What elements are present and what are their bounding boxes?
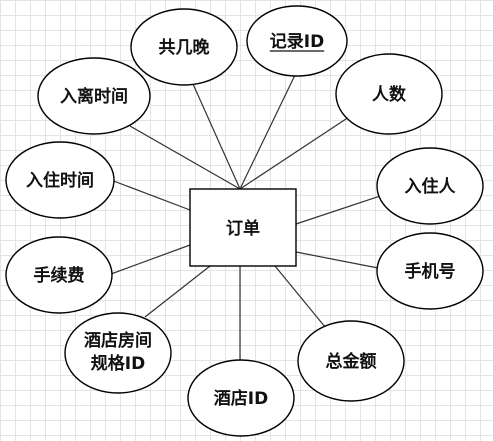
attribute-record-id-label: 记录ID — [270, 32, 324, 52]
entity-label: 订单 — [226, 218, 260, 239]
attribute-checkin-time-label: 入住时间 — [26, 170, 94, 191]
attribute-total-amount-label: 总金额 — [326, 351, 377, 372]
attribute-phone: 手机号 — [376, 232, 484, 310]
entity-order: 订单 — [189, 188, 297, 267]
connector-room-spec-id — [144, 265, 211, 318]
connector-checkout-time — [129, 125, 241, 190]
connector-guest — [295, 194, 384, 225]
attribute-total-amount: 总金额 — [297, 320, 405, 402]
attribute-fee: 手续费 — [5, 236, 113, 314]
attribute-checkout-time-label: 入离时间 — [60, 86, 128, 107]
attribute-nights-label: 共几晚 — [159, 37, 210, 58]
attribute-guest-label: 入住人 — [405, 176, 457, 197]
attribute-people-count-label: 人数 — [372, 84, 407, 105]
attribute-checkout-time: 入离时间 — [37, 57, 151, 135]
attribute-phone-label: 手机号 — [405, 261, 456, 282]
connector-lines — [110, 72, 384, 361]
attribute-record-id: 记录ID — [246, 5, 348, 77]
attribute-nights: 共几晚 — [130, 8, 238, 86]
connector-nights — [192, 83, 241, 190]
connector-fee — [110, 244, 191, 275]
attribute-people-count: 人数 — [335, 53, 443, 135]
connector-people-count — [239, 114, 353, 190]
attribute-hotel-id: 酒店ID — [187, 359, 295, 437]
attribute-room-spec-id-label-line1: 酒店房间 — [84, 330, 152, 351]
connector-record-id — [239, 72, 297, 190]
connector-phone — [295, 251, 379, 269]
attribute-hotel-id-label: 酒店ID — [214, 388, 268, 409]
attribute-room-spec-id: 酒店房间 规格ID — [64, 312, 172, 394]
attribute-room-spec-id-label-line2: 规格ID — [91, 353, 145, 374]
connector-checkin-time — [110, 179, 191, 211]
attribute-guest: 入住人 — [376, 147, 484, 225]
connector-total-amount — [274, 265, 331, 334]
attribute-fee-label: 手续费 — [34, 265, 85, 286]
attribute-checkin-time: 入住时间 — [5, 141, 115, 219]
